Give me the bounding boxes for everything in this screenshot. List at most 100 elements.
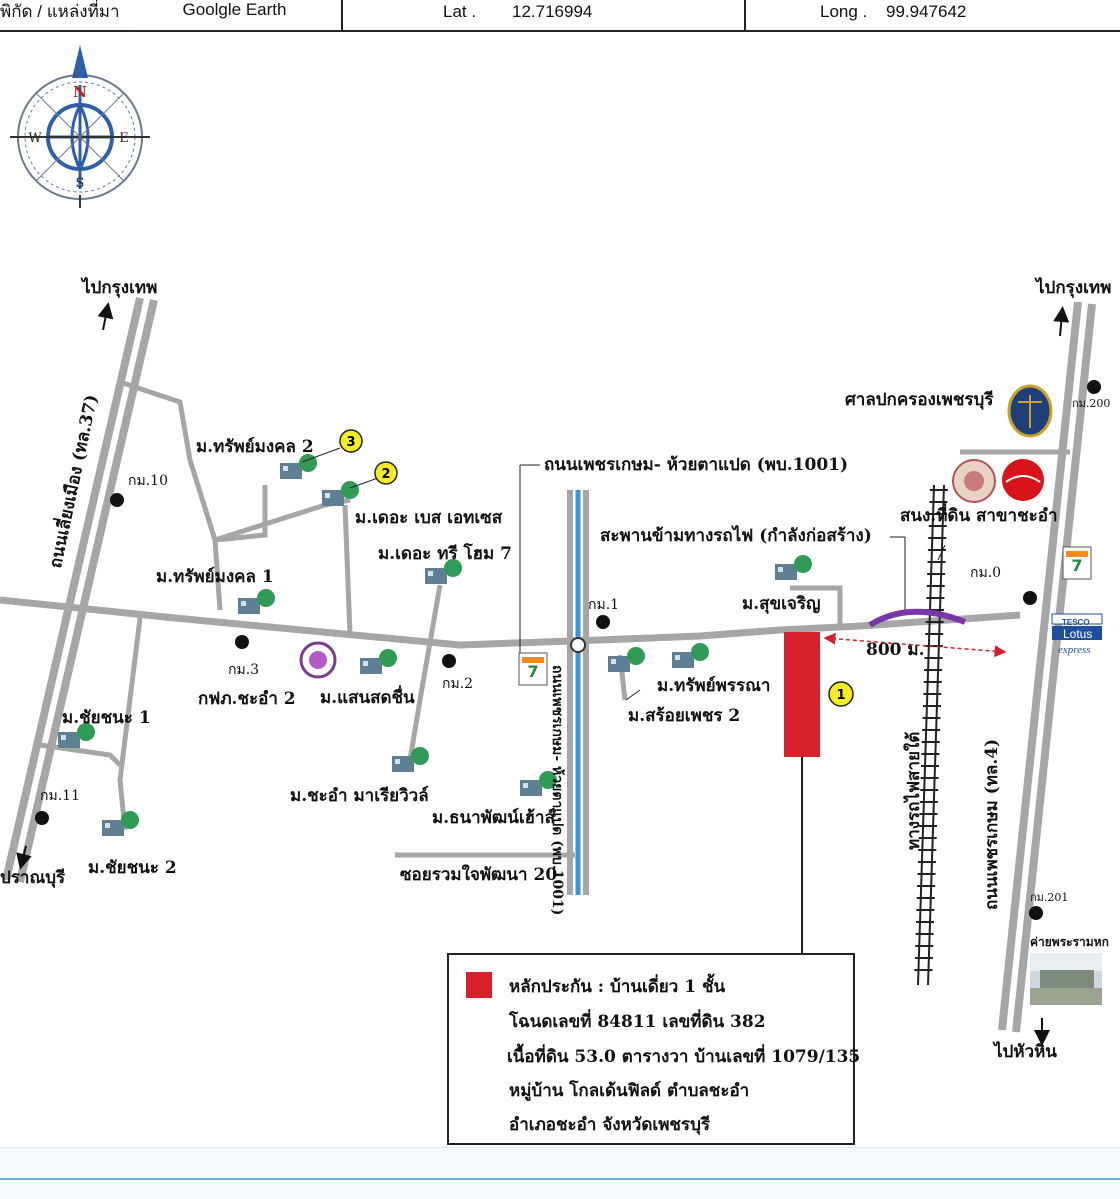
village-icon-thana-phat xyxy=(520,771,557,796)
label-the-best: ม.เดอะ เบส เอทเซส xyxy=(355,508,503,528)
road-37 xyxy=(2,297,158,883)
label-sukcharoen: ม.สุขเจริญ xyxy=(742,594,821,614)
canal-road xyxy=(567,490,589,895)
label-army-camp: ค่ายพระรามหก xyxy=(1030,935,1109,949)
legend-red-swatch xyxy=(466,972,492,998)
lat-value: 12.716994 xyxy=(512,2,593,21)
village-icon-soi-phet-2 xyxy=(608,647,645,672)
label-sap-mongkol-1: ม.ทรัพย์มงคล 1 xyxy=(156,567,274,587)
label-to-bangkok-left: ไปกรุงเทพ xyxy=(82,278,158,298)
arrow-bangkok-left-icon xyxy=(97,302,114,331)
main-road xyxy=(0,596,1021,649)
source-label: พิกัด / แหล่งที่มา xyxy=(0,2,120,21)
label-lotus: Lotus xyxy=(1063,627,1093,641)
village-icon-chaichana-2 xyxy=(102,811,139,836)
village-icon-tree-home xyxy=(425,559,462,584)
arrow-bangkok-right-icon xyxy=(1053,306,1070,337)
label-court: ศาลปกครองเพชรบุรี xyxy=(845,390,994,410)
label-kfp-chaam: กฟภ.ชะอำ 2 xyxy=(198,689,296,709)
label-km2: กม.2 xyxy=(442,676,474,692)
label-land-office: สนง.ที่ดิน สาขาชะอำ xyxy=(900,506,1058,526)
seven-eleven-icon: 7 xyxy=(1062,546,1092,580)
label-km1: กม.1 xyxy=(588,597,620,613)
legend-line-3: เนื้อที่ดิน 53.0 ตารางวา บ้านเลขที่ 1079… xyxy=(507,1047,861,1067)
village-icon-the-best xyxy=(322,481,359,506)
label-sap-mongkol-2: ม.ทรัพย์มงคล 2 xyxy=(196,437,314,457)
header-divider xyxy=(341,0,343,30)
long-label: Long . xyxy=(820,2,868,21)
tesco-lotus-logo xyxy=(1051,613,1103,640)
label-km200: กม.200 xyxy=(1072,397,1111,410)
coca-cola-logo-icon xyxy=(1002,459,1044,501)
label-bridge: สะพานข้ามทางรถไฟ (กำลังก่อสร้าง) xyxy=(600,526,872,546)
legend-line-4: หมู่บ้าน โกลเด้นฟิลด์ ตำบลชะอำ xyxy=(509,1081,750,1101)
marker-3: 3 xyxy=(339,429,363,453)
label-to-pranburi: ปราณบุรี xyxy=(0,868,66,888)
seven-eleven-icon: 7 xyxy=(518,652,548,686)
road-4 xyxy=(998,301,1096,1033)
label-thana-phat: ม.ธนาพัฒน์เฮ้าส์ xyxy=(432,808,555,828)
header-divider xyxy=(744,0,746,30)
army-camp-photo xyxy=(1030,953,1102,1005)
svg-text:7: 7 xyxy=(527,662,538,681)
village-icon-sukcharoen xyxy=(775,555,812,580)
legend-line-2: โฉนดเลขที่ 84811 เลขที่ดิน 382 xyxy=(509,1012,766,1032)
village-icon-chaichana-1 xyxy=(58,723,95,748)
label-tesco: TESCO xyxy=(1062,618,1090,627)
village-icon-sap-mongkol-1 xyxy=(238,589,275,614)
village-icon-chaam-marina xyxy=(392,747,429,772)
label-soi-20: ซอยรวมใจพัฒนา 20 xyxy=(400,865,558,885)
label-chaichana-1: ม.ชัยชนะ 1 xyxy=(62,708,151,728)
label-km10: กม.10 xyxy=(128,473,168,489)
lat-label: Lat . xyxy=(443,2,477,21)
label-saen-sodchuen: ม.แสนสดชื่น xyxy=(320,688,415,708)
svg-text:7: 7 xyxy=(1071,556,1082,575)
label-km201: กม.201 xyxy=(1030,891,1069,904)
footer-band xyxy=(0,1147,1120,1199)
village-icon-sap-mongkol-2 xyxy=(280,454,317,479)
label-sap-phanna: ม.ทรัพย์พรรณา xyxy=(657,676,771,696)
compass-w: W xyxy=(28,131,42,146)
label-chaam-marina: ม.ชะอำ มาเรียวิวล์ xyxy=(290,786,429,806)
label-railway: ทางรถไฟสายใต้ xyxy=(904,731,924,850)
footer-accent-line xyxy=(0,1178,1120,1180)
collateral-legend: หลักประกัน : บ้านเดี่ยว 1 ชั้น โฉนดเลขที… xyxy=(447,953,860,1145)
village-icon-saen-sodchuen xyxy=(360,649,397,674)
label-distance: 800 ม. xyxy=(866,640,925,660)
label-chaichana-2: ม.ชัยชนะ 2 xyxy=(88,858,177,878)
court-emblem-icon xyxy=(1007,384,1053,438)
svg-text:2: 2 xyxy=(381,467,390,482)
long-value: 99.947642 xyxy=(886,2,967,21)
village-icon-sap-phanna xyxy=(672,643,709,668)
label-to-huahin: ไปหัวหิน xyxy=(994,1042,1057,1062)
overpass-bridge xyxy=(868,608,967,628)
marker-2: 2 xyxy=(374,461,398,485)
compass-e: E xyxy=(119,131,129,146)
distance-arrow xyxy=(823,632,1007,658)
railway xyxy=(914,484,948,986)
label-the-tree-home: ม.เดอะ ทรี โฮม 7 xyxy=(378,544,512,564)
svg-text:3: 3 xyxy=(346,435,355,450)
label-to-bangkok-right: ไปกรุงเทพ xyxy=(1036,278,1112,298)
compass-n: N xyxy=(73,83,87,101)
label-km3: กม.3 xyxy=(228,662,260,678)
label-soi-phet-2: ม.สร้อยเพชร 2 xyxy=(628,706,741,726)
compass-s: S xyxy=(76,176,85,191)
property-parcel xyxy=(784,632,820,757)
legend-line-1: หลักประกัน : บ้านเดี่ยว 1 ชั้น xyxy=(509,977,726,997)
coordinate-header: พิกัด / แหล่งที่มา Goolgle Earth Lat . 1… xyxy=(0,0,1120,32)
km-dots xyxy=(35,380,1101,920)
label-road-4: ถนนเพชรเกษม (ทล.4) xyxy=(982,738,1002,910)
land-office-emblem-icon xyxy=(952,459,996,503)
village-icons xyxy=(58,454,812,836)
source-value: Goolgle Earth xyxy=(132,0,337,31)
pointer-lines xyxy=(301,447,946,701)
arrow-pranburi-icon xyxy=(16,845,32,870)
compass-rose-icon xyxy=(10,45,150,208)
label-road-1001: ถนนเพชรเกษม- ห้วยตาแปด (พบ.1001) xyxy=(544,455,849,475)
marker-1: 1 xyxy=(828,681,854,707)
svg-text:1: 1 xyxy=(836,688,845,703)
label-km11: กม.11 xyxy=(40,788,80,804)
label-km0: กม.0 xyxy=(970,565,1002,581)
label-express: express xyxy=(1058,644,1091,656)
